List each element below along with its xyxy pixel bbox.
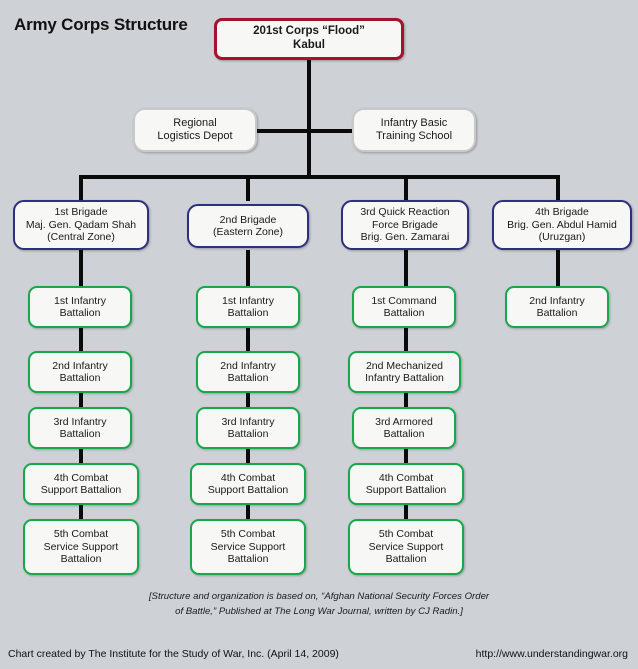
- node-battalion-c2-r1[interactable]: 1st Infantry Battalion: [196, 286, 300, 328]
- brigade-3-line3: (Uruzgan): [538, 231, 586, 244]
- node-brigade-3[interactable]: 3rd Quick Reaction Force Brigade Brig. G…: [341, 200, 469, 250]
- brigade-1-line2: (Eastern Zone): [212, 226, 284, 238]
- brigade-2-line3: Brig. Gen. Zamarai: [360, 231, 450, 244]
- bn-c1-r5-line1: 5th Combat: [53, 528, 109, 541]
- node-brigade-4[interactable]: 4th Brigade Brig. Gen. Abdul Hamid (Uruz…: [492, 200, 632, 250]
- node-brigade-2[interactable]: 2nd Brigade (Eastern Zone): [187, 204, 309, 248]
- source-footnote: [Structure and organization is based on,…: [60, 590, 578, 620]
- bn-c3-r4-line2: Support Battalion: [365, 484, 447, 496]
- node-corps-line1: 201st Corps “Flood”: [253, 25, 365, 38]
- bn-c2-r3-line2: Battalion: [227, 428, 269, 440]
- brigade-3-line1: 4th Brigade: [535, 206, 589, 219]
- bn-c2-r5-line2: Service Support: [210, 540, 286, 553]
- bn-c1-r1-line2: Battalion: [59, 307, 101, 319]
- bn-c2-r1-line2: Battalion: [227, 307, 269, 319]
- footer-credit: Chart created by The Institute for the S…: [8, 648, 339, 660]
- bn-c3-r2-line1: 2nd Mechanized: [365, 359, 444, 372]
- bn-c2-r2-line1: 2nd Infantry: [220, 359, 276, 372]
- bn-c3-r5-line2: Service Support: [368, 540, 444, 553]
- bn-c3-r5-line3: Battalion: [385, 553, 427, 566]
- bn-c3-r1-line1: 1st Command: [371, 294, 437, 307]
- bn-c1-r1-line1: 1st Infantry: [54, 294, 106, 307]
- bn-c1-r2-line1: 2nd Infantry: [52, 359, 108, 372]
- bn-c1-r5-line2: Service Support: [43, 540, 119, 553]
- connector-column-spine-4: [556, 250, 560, 296]
- bn-c2-r5-line1: 5th Combat: [220, 528, 276, 541]
- footnote-line1: [Structure and organization is based on,…: [148, 591, 490, 602]
- brigade-0-line1: 1st Brigade: [54, 206, 108, 219]
- brigade-2-line2: Force Brigade: [372, 218, 438, 231]
- connector-brigade-bar: [79, 175, 560, 179]
- bn-c2-r4-line1: 4th Combat: [220, 471, 276, 484]
- bn-c1-r3-line1: 3rd Infantry: [53, 415, 107, 428]
- node-battalion-c2-r5[interactable]: 5th Combat Service Support Battalion: [190, 519, 306, 575]
- node-battalion-c2-r4[interactable]: 4th Combat Support Battalion: [190, 463, 306, 505]
- node-support-infantry-basic-training-school[interactable]: Infantry Basic Training School: [352, 108, 476, 152]
- connector-corps-trunk: [307, 58, 311, 177]
- support-0-line1: Regional: [173, 117, 217, 130]
- bn-c3-r3-line2: Battalion: [383, 428, 425, 440]
- page-title: Army Corps Structure: [14, 15, 188, 34]
- node-support-regional-logistics-depot[interactable]: Regional Logistics Depot: [133, 108, 257, 152]
- node-corps[interactable]: 201st Corps “Flood” Kabul: [214, 18, 404, 60]
- node-battalion-c3-r4[interactable]: 4th Combat Support Battalion: [348, 463, 464, 505]
- support-1-line1: Infantry Basic: [380, 117, 448, 130]
- bn-c3-r2-line2: Infantry Battalion: [365, 372, 444, 384]
- bn-c2-r2-line2: Battalion: [227, 372, 269, 384]
- support-1-line2: Training School: [375, 130, 453, 142]
- node-corps-line2: Kabul: [293, 39, 325, 51]
- bn-c4-r1-line2: Battalion: [536, 307, 578, 319]
- bn-c2-r3-line1: 3rd Infantry: [221, 415, 275, 428]
- bn-c2-r1-line1: 1st Infantry: [222, 294, 274, 307]
- bn-c3-r3-line1: 3rd Armored: [375, 415, 433, 428]
- bn-c1-r4-line1: 4th Combat: [53, 471, 109, 484]
- node-battalion-c1-r5[interactable]: 5th Combat Service Support Battalion: [23, 519, 139, 575]
- bn-c2-r5-line3: Battalion: [227, 553, 269, 566]
- node-battalion-c2-r3[interactable]: 3rd Infantry Battalion: [196, 407, 300, 449]
- node-battalion-c2-r2[interactable]: 2nd Infantry Battalion: [196, 351, 300, 393]
- footer-url[interactable]: http://www.understandingwar.org: [475, 648, 628, 660]
- bn-c1-r4-line2: Support Battalion: [40, 484, 122, 496]
- bn-c2-r4-line2: Support Battalion: [207, 484, 289, 496]
- footnote-line2: of Battle,” Published at The Long War Jo…: [175, 605, 463, 617]
- connector-support-crossbar: [188, 129, 428, 133]
- bn-c3-r4-line1: 4th Combat: [378, 471, 434, 484]
- bn-c4-r1-line1: 2nd Infantry: [529, 294, 585, 307]
- connector-brigade-drop-1: [79, 175, 83, 201]
- node-battalion-c1-r4[interactable]: 4th Combat Support Battalion: [23, 463, 139, 505]
- connector-brigade-drop-4: [556, 175, 560, 201]
- brigade-1-line1: 2nd Brigade: [219, 213, 277, 226]
- node-battalion-c4-r1[interactable]: 2nd Infantry Battalion: [505, 286, 609, 328]
- brigade-2-line1: 3rd Quick Reaction: [360, 206, 450, 219]
- node-battalion-c1-r1[interactable]: 1st Infantry Battalion: [28, 286, 132, 328]
- connector-brigade-drop-3: [404, 175, 408, 201]
- node-battalion-c3-r2[interactable]: 2nd Mechanized Infantry Battalion: [348, 351, 461, 393]
- brigade-0-line3: (Central Zone): [47, 231, 115, 244]
- node-brigade-1[interactable]: 1st Brigade Maj. Gen. Qadam Shah (Centra…: [13, 200, 149, 250]
- node-battalion-c3-r3[interactable]: 3rd Armored Battalion: [352, 407, 456, 449]
- node-battalion-c3-r5[interactable]: 5th Combat Service Support Battalion: [348, 519, 464, 575]
- brigade-0-line2: Maj. Gen. Qadam Shah: [25, 218, 137, 231]
- node-battalion-c3-r1[interactable]: 1st Command Battalion: [352, 286, 456, 328]
- connector-brigade-drop-2: [246, 175, 250, 201]
- bn-c3-r5-line1: 5th Combat: [378, 528, 434, 541]
- bn-c1-r5-line3: Battalion: [60, 553, 102, 566]
- support-0-line2: Logistics Depot: [157, 130, 233, 142]
- brigade-3-line2: Brig. Gen. Abdul Hamid: [507, 218, 617, 231]
- bn-c1-r3-line2: Battalion: [59, 428, 101, 440]
- bn-c3-r1-line2: Battalion: [383, 307, 425, 319]
- node-battalion-c1-r2[interactable]: 2nd Infantry Battalion: [28, 351, 132, 393]
- node-battalion-c1-r3[interactable]: 3rd Infantry Battalion: [28, 407, 132, 449]
- bn-c1-r2-line2: Battalion: [59, 372, 101, 384]
